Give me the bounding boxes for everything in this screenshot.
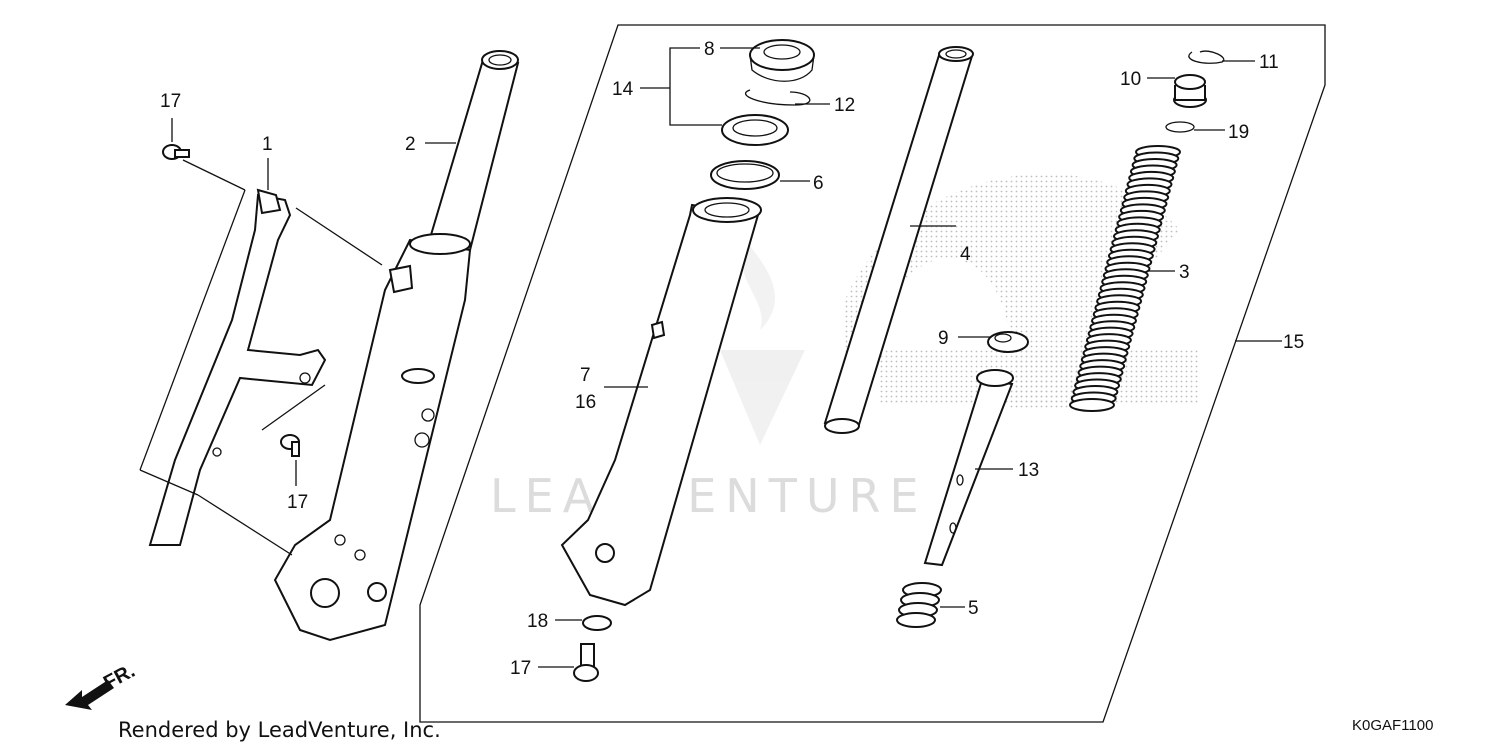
callout-5: 5 <box>968 598 979 619</box>
leader-lines <box>139 47 1282 668</box>
collar-10 <box>1173 74 1207 108</box>
callout-17-top: 17 <box>160 91 181 112</box>
rebound-spring-5 <box>896 582 942 628</box>
callout-4: 4 <box>960 244 971 265</box>
o-ring-20 <box>1165 121 1195 133</box>
callout-18: 17 <box>510 658 531 679</box>
callout-12: 12 <box>834 95 855 116</box>
callout-15: 15 <box>1283 332 1304 353</box>
fork-slider-right <box>273 50 520 642</box>
diagram-code: K0GAF1100 <box>1352 717 1434 734</box>
callout-labels: 17 1 2 17 8 14 12 6 7 16 18 17 4 9 13 5 … <box>160 39 1304 679</box>
oil-seal-8 <box>749 39 815 82</box>
watermark-text: LEADVENTURE <box>490 469 928 523</box>
callout-11: 11 <box>1259 52 1279 73</box>
fork-pipe-4 <box>823 46 974 434</box>
callout-14: 14 <box>612 79 634 100</box>
callout-16: 16 <box>575 392 596 413</box>
piston-ring-9 <box>987 331 1029 353</box>
callout-1: 1 <box>262 134 273 155</box>
front-direction-arrow-icon: FR. <box>65 660 139 710</box>
callout-2: 2 <box>405 134 416 155</box>
callout-17-bottom: 17 <box>287 492 308 513</box>
callout-6: 6 <box>813 173 824 194</box>
bushing-6 <box>710 160 780 190</box>
screw-17-top <box>162 144 190 160</box>
callout-13: 13 <box>1018 460 1039 481</box>
stopper-ring-11 <box>1188 50 1225 64</box>
spring-coil <box>1069 398 1115 412</box>
fork-slider-left <box>560 197 762 607</box>
screw-17-bottom <box>280 434 300 457</box>
callout-10: 10 <box>1120 69 1141 90</box>
washer-19 <box>582 615 612 631</box>
callout-3: 3 <box>1179 262 1190 283</box>
callout-8: 8 <box>704 39 715 60</box>
callout-9: 9 <box>938 328 949 349</box>
watermark-logo-mark <box>720 240 805 445</box>
callout-19: 18 <box>527 611 548 632</box>
bolt-18 <box>573 643 599 682</box>
stopper-ring-12 <box>744 89 811 106</box>
fork-spring-3 <box>1069 145 1181 412</box>
fork-cover-bracket <box>148 188 327 546</box>
footer-credit: Rendered by LeadVenture, Inc. <box>118 718 441 742</box>
assembly-frame <box>419 24 1326 723</box>
callout-7: 7 <box>580 365 591 386</box>
fork-piston-13 <box>923 369 1014 567</box>
back-up-ring-14 <box>721 114 789 146</box>
callout-20: 19 <box>1228 122 1249 143</box>
